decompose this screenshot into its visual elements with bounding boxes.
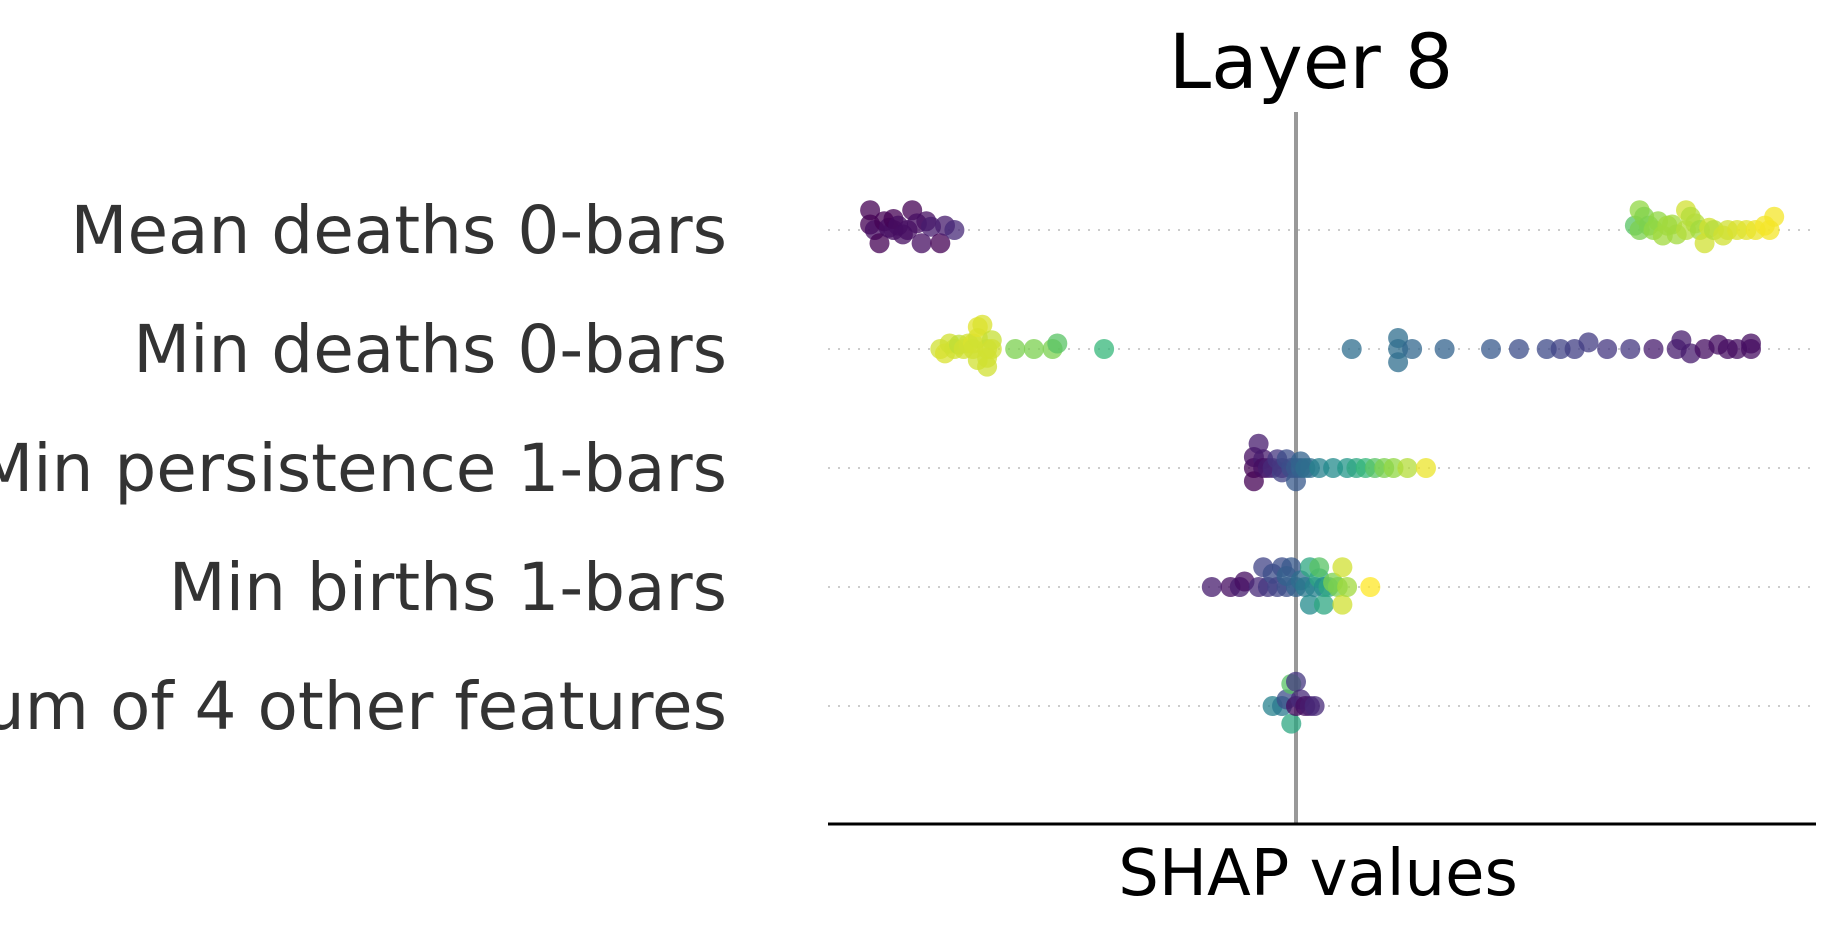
shap-point [869, 233, 890, 254]
feature-label: Sum of 4 other features [0, 668, 727, 745]
shap-point [972, 314, 993, 335]
shap-point [1201, 577, 1222, 597]
shap-point [1434, 339, 1455, 359]
shap-point [1023, 339, 1044, 359]
shap-point [1309, 458, 1330, 478]
shap-point [1281, 713, 1302, 734]
shap-point [1332, 594, 1353, 615]
x-axis-label: SHAP values [1118, 837, 1518, 911]
shap-point [1304, 696, 1325, 716]
shap-point [1620, 339, 1641, 359]
shap-point [911, 233, 932, 254]
shap-point [1397, 458, 1418, 478]
shap-point [1741, 339, 1761, 359]
shap-point [1578, 332, 1599, 353]
feature-label: Min deaths 0-bars [133, 311, 727, 388]
shap-point [944, 220, 965, 240]
shap-point [1550, 339, 1571, 359]
chart-title: Layer 8 [1169, 17, 1453, 106]
shap-point [1764, 206, 1785, 227]
shap-point [1094, 339, 1115, 359]
shap-point [1313, 594, 1334, 615]
shap-point [1402, 339, 1423, 359]
shap-point [1388, 328, 1409, 348]
shap-point [1383, 458, 1404, 478]
shap-point [1047, 333, 1068, 354]
shap-point [1360, 577, 1381, 597]
shap-point [1508, 339, 1529, 359]
shap-points [860, 200, 1785, 734]
shap-point [1309, 557, 1330, 578]
shap-point [1323, 458, 1344, 478]
shap-point [1248, 433, 1269, 454]
shap-point [930, 233, 951, 254]
feature-label: Min births 1-bars [169, 549, 727, 626]
shap-point [1481, 339, 1501, 359]
shap-point [1597, 339, 1618, 359]
shap-point [1332, 557, 1353, 578]
shap-point [1299, 594, 1320, 615]
shap-point [1286, 671, 1306, 692]
feature-label: Mean deaths 0-bars [71, 192, 728, 269]
shap-point [1536, 339, 1557, 359]
shap-point [1388, 352, 1409, 373]
shap-point [1337, 577, 1358, 597]
feature-label: Min persistence 1-bars [0, 430, 727, 507]
shap-point [1341, 339, 1362, 359]
shap-point [1643, 339, 1664, 359]
shap-point [860, 200, 881, 221]
shap-point [977, 347, 998, 368]
shap-point [1416, 458, 1436, 478]
shap-point [1005, 339, 1026, 359]
